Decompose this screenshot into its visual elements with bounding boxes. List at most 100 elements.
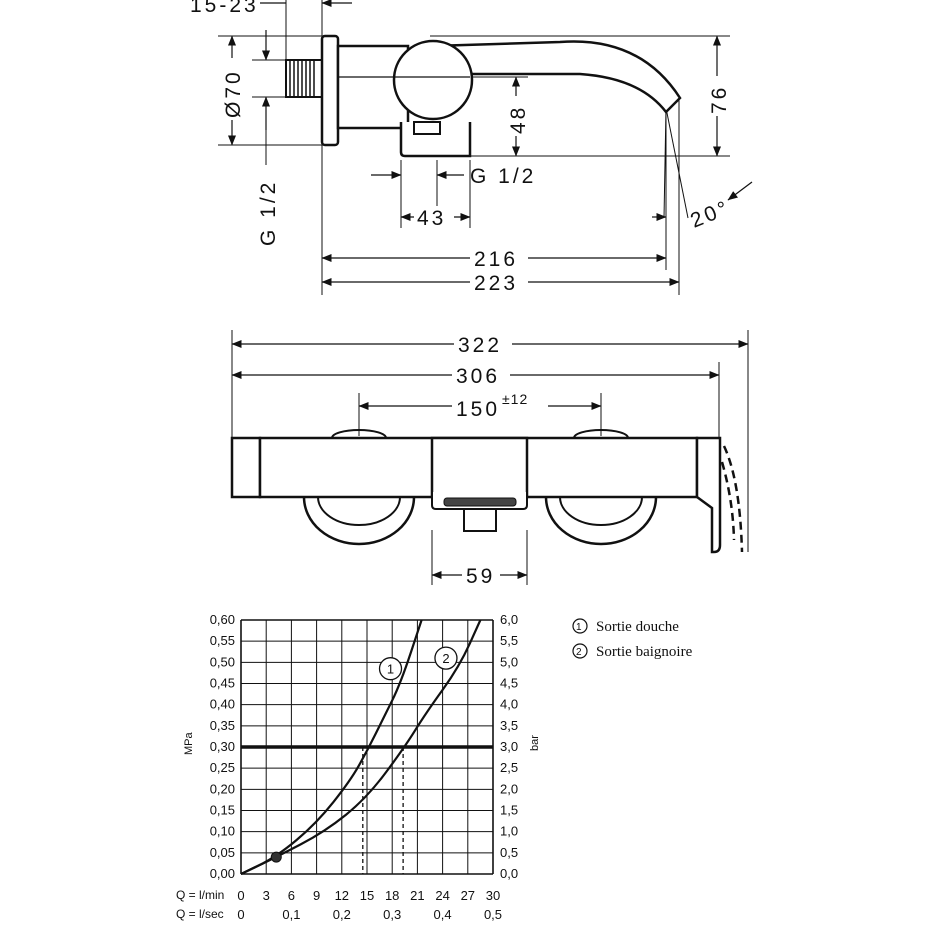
extension-line xyxy=(665,107,689,219)
y-tick-right: 0,5 xyxy=(500,845,518,860)
dim-length-223: 223 xyxy=(474,272,518,295)
y-tick-left: 0,45 xyxy=(210,676,235,691)
legend-marker-2 xyxy=(572,643,588,659)
y-tick-right: 4,5 xyxy=(500,676,518,691)
series-marker-label-2: 2 xyxy=(442,651,449,666)
water-jet-inner xyxy=(720,461,736,541)
legend-marker-1-label: 1 xyxy=(576,622,582,633)
y-tick-right: 6,0 xyxy=(500,612,518,627)
y-tick-left: 0,50 xyxy=(210,654,235,669)
handle-left xyxy=(230,436,262,499)
y-tick-left: 0,35 xyxy=(210,718,235,733)
x-tick-lmin: 9 xyxy=(313,888,320,903)
x-tick-lsec: 0,5 xyxy=(484,907,502,922)
spout xyxy=(431,40,682,114)
top-view: 322 306 150 ±12 59 xyxy=(230,330,749,588)
x-tick-lmin: 3 xyxy=(263,888,270,903)
spout-end xyxy=(695,436,722,554)
y-tick-left: 0,55 xyxy=(210,633,235,648)
label-bg xyxy=(414,206,454,228)
series-marker-label-1: 1 xyxy=(387,662,394,677)
x-tick-lmin: 24 xyxy=(435,888,449,903)
left-nut-top xyxy=(331,429,387,439)
right-rosette-inner xyxy=(559,496,643,526)
dim-width-322: 322 xyxy=(458,334,502,357)
x-tick-lmin: 27 xyxy=(461,888,475,903)
x-tick-lsec: 0,4 xyxy=(434,907,452,922)
extension-line xyxy=(663,107,667,219)
side-view: 15-23 Ø70 G 1/2 48 76 G 1/2 43 20° 216 2… xyxy=(186,0,753,295)
label-bg xyxy=(706,76,728,116)
legend-label-1: Sortie douche xyxy=(596,619,679,635)
dim-height-48: 48 xyxy=(507,105,530,134)
dropdown-lines xyxy=(362,747,404,874)
dim-centers: 150 xyxy=(456,398,500,421)
dim-width-43: 43 xyxy=(417,207,446,230)
x-tick-lmin: 30 xyxy=(486,888,500,903)
right-nut-top xyxy=(573,429,629,439)
right-rosette xyxy=(544,496,658,546)
dim-top-offset: 15-23 xyxy=(190,0,259,17)
y-right-unit: bar xyxy=(529,735,541,751)
legend-marker-1 xyxy=(572,618,588,634)
y-tick-right: 5,5 xyxy=(500,633,518,648)
y-tick-right: 3,0 xyxy=(500,739,518,754)
x-tick-lsec: 0 xyxy=(237,907,244,922)
y-tick-left: 0,40 xyxy=(210,697,235,712)
dim-width-306: 306 xyxy=(456,365,500,388)
dim-angle-arrow-right xyxy=(727,181,753,201)
y-tick-right: 1,0 xyxy=(500,824,518,839)
y-tick-right: 2,0 xyxy=(500,781,518,796)
label-bg xyxy=(506,96,528,136)
legend-marker-2-label: 2 xyxy=(576,647,582,658)
left-rosette xyxy=(302,496,416,546)
dim-thread-left: G 1/2 xyxy=(257,180,280,246)
thread-hatching xyxy=(289,60,315,97)
dim-height-76: 76 xyxy=(708,85,731,114)
aerator xyxy=(443,497,517,507)
wall-rosette xyxy=(320,34,340,147)
cartridge-body xyxy=(392,39,474,121)
outlet-nipple xyxy=(463,508,497,532)
y-tick-left: 0,00 xyxy=(210,866,235,881)
x-tick-lsec: 0,1 xyxy=(282,907,300,922)
x-tick-lmin: 6 xyxy=(288,888,295,903)
dim-diameter: Ø70 xyxy=(222,69,245,118)
series-marker-1 xyxy=(378,657,403,681)
x-tick-lmin: 15 xyxy=(360,888,374,903)
x-tick-lmin: 18 xyxy=(385,888,399,903)
x-tick-lmin: 21 xyxy=(410,888,424,903)
y-tick-left: 0,15 xyxy=(210,803,235,818)
label-bg xyxy=(462,564,500,586)
left-rosette-inner xyxy=(317,496,401,526)
chart-legend: 1 Sortie douche 2 Sortie baignoire xyxy=(572,618,693,660)
y-tick-right: 4,0 xyxy=(500,697,518,712)
series-line-2 xyxy=(240,619,482,875)
y-tick-left: 0,30 xyxy=(210,739,235,754)
y-tick-right: 2,5 xyxy=(500,760,518,775)
water-jet-outer xyxy=(722,445,744,553)
dim-centers-tolerance: ±12 xyxy=(502,391,528,407)
common-point xyxy=(270,851,282,863)
label-bg xyxy=(470,247,528,269)
y-tick-right: 1,5 xyxy=(500,803,518,818)
thread-nipple xyxy=(285,59,323,98)
y-tick-left: 0,10 xyxy=(210,824,235,839)
x-tick-lsec: 0,2 xyxy=(333,907,351,922)
label-bg xyxy=(470,271,528,293)
dim-width-59: 59 xyxy=(466,565,495,588)
y-tick-left: 0,20 xyxy=(210,781,235,796)
y-tick-left: 0,25 xyxy=(210,760,235,775)
dim-angle: 20° xyxy=(687,196,733,233)
x-tick-lmin: 12 xyxy=(335,888,349,903)
diverter-housing xyxy=(430,436,529,499)
y-tick-right: 3,5 xyxy=(500,718,518,733)
label-bg xyxy=(452,392,548,418)
x-label-lmin: Q = l/min xyxy=(176,888,224,902)
label-bg xyxy=(452,364,510,386)
label-bg xyxy=(256,168,278,248)
label-bg xyxy=(454,333,512,355)
